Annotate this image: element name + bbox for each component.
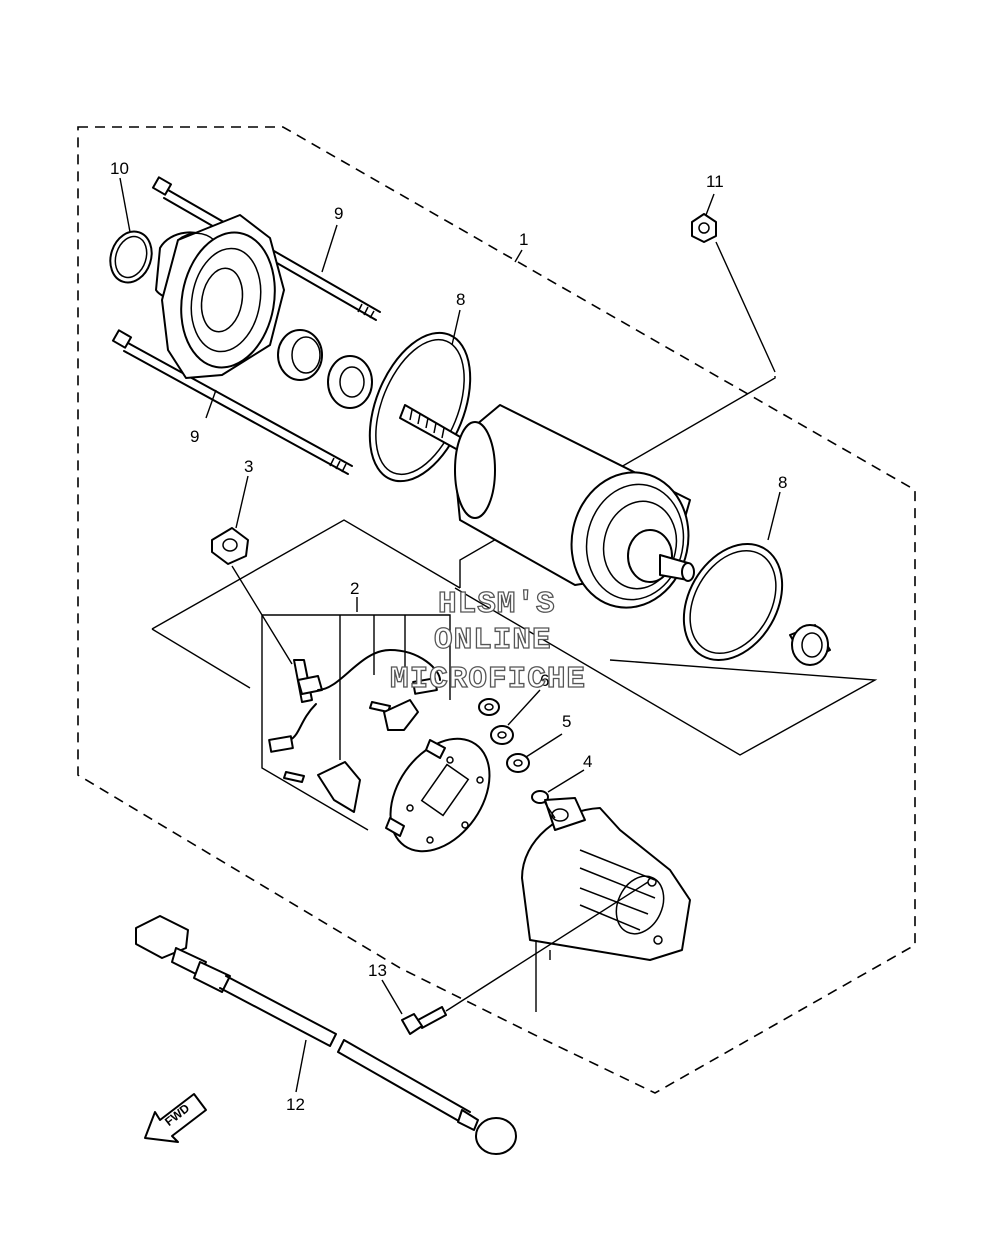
callout-2: 2 <box>350 579 359 598</box>
leader-13 <box>381 979 403 1015</box>
washer-part-6-upper <box>478 698 500 716</box>
leader-9-upper <box>321 224 338 273</box>
leader-5 <box>525 733 563 758</box>
assembly-boundary <box>77 126 916 1094</box>
rear-cover-housing <box>521 797 691 1012</box>
bearing <box>277 329 323 381</box>
callout-4: 4 <box>583 752 592 771</box>
watermark-line-3: MICROFICHE <box>390 662 586 697</box>
front-cover-housing <box>155 214 285 379</box>
leader-10 <box>119 177 131 233</box>
bolt-part-13 <box>401 881 649 1035</box>
callout-3: 3 <box>244 457 253 476</box>
callout-13: 13 <box>368 961 387 980</box>
leader-8-lower <box>767 491 781 541</box>
watermark-line-1: HLSM'S <box>438 587 556 622</box>
watermark: HLSM'S ONLINE MICROFICHE <box>389 586 586 697</box>
oil-seal <box>327 355 373 409</box>
callout-9-lower: 9 <box>190 427 199 446</box>
leader-3 <box>231 475 293 665</box>
callout-9-upper: 9 <box>334 204 343 223</box>
brush-set-part-2 <box>261 614 451 831</box>
o-ring-part-10 <box>109 230 153 284</box>
clip-part-3 <box>211 527 249 565</box>
leader-4 <box>544 769 585 819</box>
leader-9-lower <box>205 389 217 419</box>
washer-part-5 <box>506 753 530 773</box>
motor-yoke <box>399 404 695 609</box>
lead-wire-part-12 <box>135 915 517 1155</box>
plane-lower-edge <box>151 628 251 689</box>
o-ring-part-8-upper <box>368 331 472 483</box>
leader-1 <box>514 249 523 263</box>
rear-bearing <box>789 624 831 666</box>
nut-part-11 <box>691 213 717 243</box>
callout-10: 10 <box>110 159 129 178</box>
callout-8-lower: 8 <box>778 473 787 492</box>
watermark-line-2: ONLINE <box>434 623 552 658</box>
callout-5: 5 <box>562 712 571 731</box>
brush-holder-plate <box>385 737 491 853</box>
leader-12 <box>295 1039 307 1093</box>
callout-8-upper: 8 <box>456 290 465 309</box>
washer-part-6 <box>490 725 514 745</box>
o-ring-part-8-lower <box>682 542 784 662</box>
callout-11: 11 <box>706 172 724 191</box>
leader-8-upper <box>451 309 461 346</box>
callout-6: 6 <box>540 671 549 690</box>
forward-direction-arrow: FWD <box>144 1093 207 1143</box>
callout-1: 1 <box>519 230 528 249</box>
through-bolt-part-9-lower <box>111 329 353 475</box>
leader-6 <box>507 689 541 726</box>
leader-11 <box>705 193 776 373</box>
callout-12: 12 <box>286 1095 305 1114</box>
